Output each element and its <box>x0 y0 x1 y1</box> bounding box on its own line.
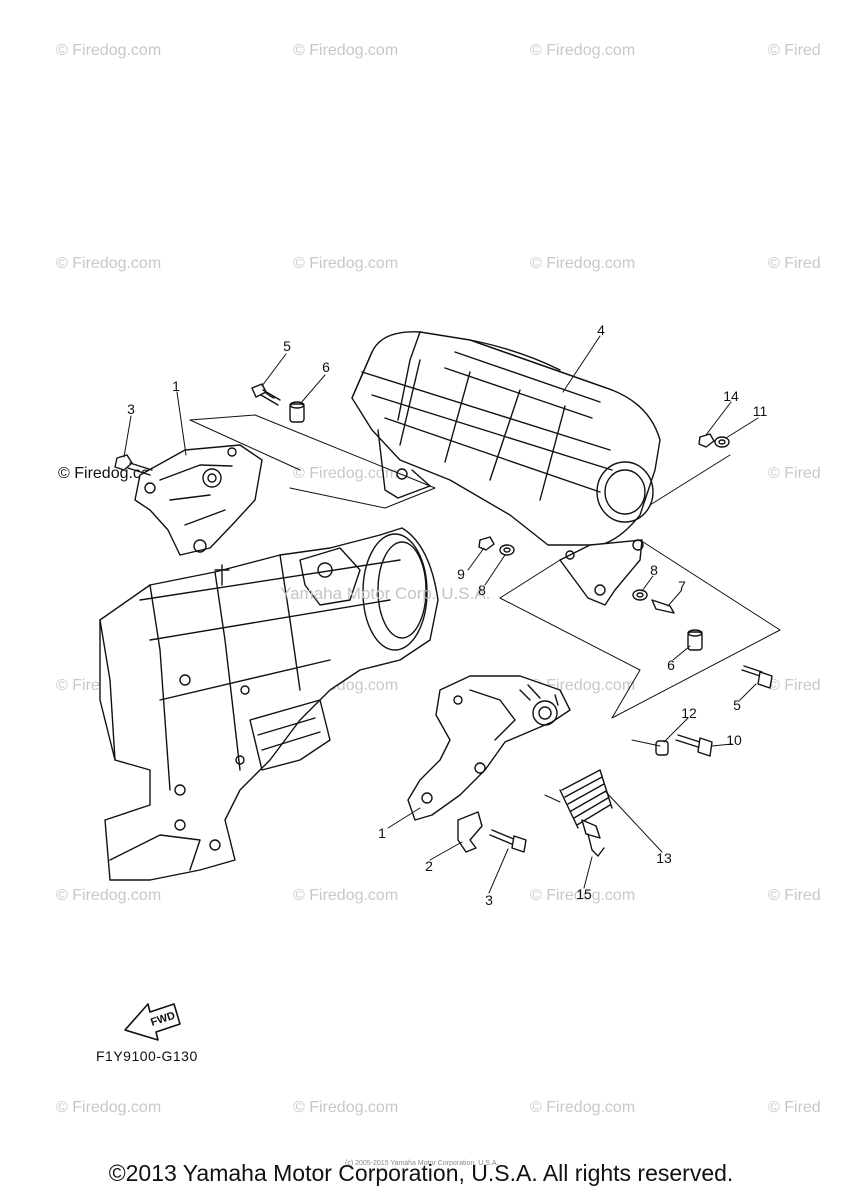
watermark: © Fired <box>768 677 821 694</box>
mount-bracket-part-1-upper <box>134 444 263 556</box>
tiny-copyright-note: (c) 2005-2015 Yamaha Motor Corporation, … <box>345 1160 499 1167</box>
nut-part-7 <box>651 599 675 614</box>
callout-1-upper: 1 <box>172 378 180 394</box>
callout-8-left: 8 <box>478 582 486 598</box>
bolt-part-15 <box>581 819 605 857</box>
callout-5-upper: 5 <box>283 338 291 354</box>
callout-1-lower: 1 <box>378 825 386 841</box>
callout-11: 11 <box>752 403 768 419</box>
callout-7: 7 <box>678 578 686 594</box>
jet-pump-housing <box>99 527 439 881</box>
callout-14: 14 <box>723 388 739 404</box>
watermark: © Firedog.com <box>530 42 636 59</box>
callout-5-lower: 5 <box>733 697 741 713</box>
mount-bracket-part-1-lower <box>407 675 571 821</box>
watermark: © Firedog.com <box>530 255 636 272</box>
watermark: © Firedog.com <box>530 1099 636 1116</box>
corp-watermark: Yamaha Motor Corp. U.S.A. <box>280 584 491 603</box>
nut-part-14 <box>698 433 715 448</box>
collar-part-6-upper <box>289 401 305 423</box>
callout-3-upper: 3 <box>127 401 135 417</box>
washer-part-8-left <box>499 544 515 556</box>
assembly-guide-lines <box>189 414 781 803</box>
watermark: © Firedog.com <box>293 42 399 59</box>
callout-8-right: 8 <box>650 562 658 578</box>
watermark: © Firedog.com <box>58 465 164 482</box>
watermark: © Fired <box>768 887 821 904</box>
watermark: © Fired <box>768 465 821 482</box>
watermark: © Fired <box>768 42 821 59</box>
watermark: © Firedog.com <box>56 887 162 904</box>
watermark: © Firedog.com <box>293 465 399 482</box>
forward-arrow-icon: FWD <box>124 1003 181 1041</box>
watermark: © Firedog.com <box>56 42 162 59</box>
nut-part-9 <box>478 536 495 551</box>
callout-10: 10 <box>726 732 742 748</box>
callout-9: 9 <box>457 566 465 582</box>
spring-part-13 <box>559 769 613 829</box>
callout-4: 4 <box>597 322 605 338</box>
watermark: © Firedog.com <box>293 887 399 904</box>
diagram-part-code: F1Y9100-G130 <box>96 1048 198 1064</box>
washer-part-8-right <box>632 589 648 601</box>
intake-grate-part-4 <box>351 331 661 606</box>
bolt-part-5-lower <box>741 665 773 689</box>
copyright-notice: ©2013 Yamaha Motor Corporation, U.S.A. A… <box>108 1160 734 1186</box>
watermark: © Firedog.com <box>293 1099 399 1116</box>
watermark: © Fired <box>768 255 821 272</box>
callout-6-upper: 6 <box>322 359 330 375</box>
callout-2: 2 <box>425 858 433 874</box>
callout-leaders <box>123 335 759 894</box>
callout-6-lower: 6 <box>667 657 675 673</box>
watermark: © Firedog.com <box>56 255 162 272</box>
bolt-part-10 <box>675 734 713 757</box>
clip-part-2 <box>457 811 483 853</box>
collar-part-6-lower <box>687 629 703 651</box>
watermark: © Firedog.com <box>293 255 399 272</box>
bolt-part-3-lower <box>489 829 527 853</box>
watermark: © Fired <box>768 1099 821 1116</box>
callout-13: 13 <box>656 850 672 866</box>
nut-part-3-upper <box>114 454 153 476</box>
callout-12: 12 <box>681 705 697 721</box>
watermark: © Firedog.com <box>530 887 636 904</box>
collar-part-12 <box>655 740 669 756</box>
watermark: © Firedog.com <box>56 1099 162 1116</box>
callout-3-lower: 3 <box>485 892 493 908</box>
washer-part-11 <box>714 436 730 448</box>
bolt-part-5-upper <box>251 383 281 406</box>
callout-15: 15 <box>576 886 592 902</box>
